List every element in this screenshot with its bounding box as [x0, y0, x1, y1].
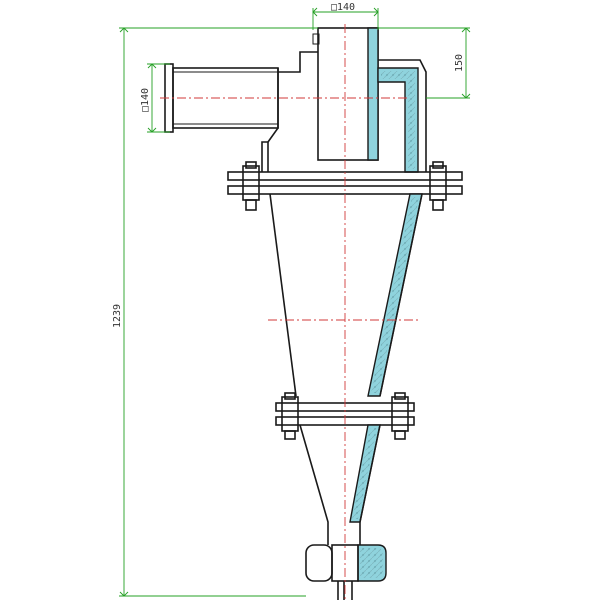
underflow-spigot	[305, 544, 387, 600]
dim-side-inlet-label: □140	[140, 88, 151, 112]
apex-section	[299, 424, 381, 545]
overflow-outlet	[312, 27, 379, 161]
dim-total-height-label: 1239	[112, 304, 123, 328]
feed-chamber	[261, 51, 427, 173]
dim-top-width-label: □140	[331, 2, 355, 13]
dimension-lines	[119, 7, 471, 597]
feed-inlet	[164, 63, 279, 143]
cone-body	[269, 193, 423, 397]
centerlines	[160, 24, 420, 600]
dim-overflow-offset-label: 150	[454, 54, 465, 72]
